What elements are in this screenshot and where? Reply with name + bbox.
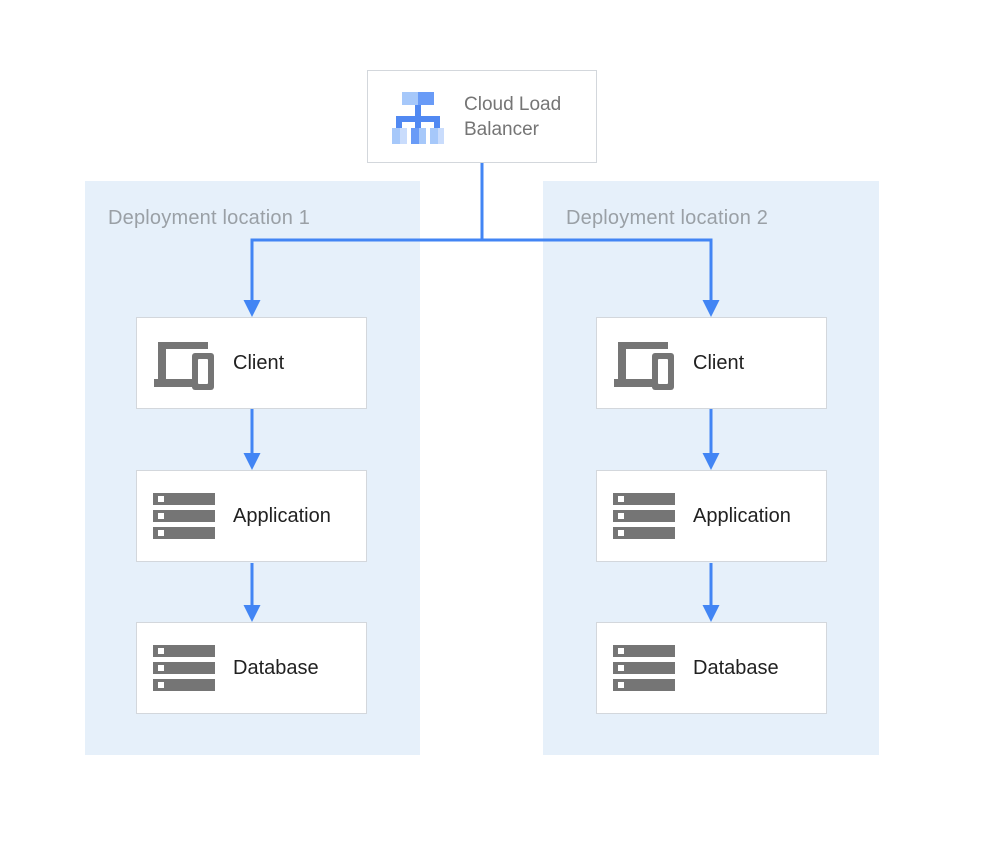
node-label: Database xyxy=(233,656,319,679)
node-label: Client xyxy=(693,351,745,374)
node-label: Database xyxy=(693,656,779,679)
node-database-location2: Database xyxy=(596,622,827,714)
server-stack-icon xyxy=(152,645,216,691)
node-label: Client xyxy=(233,351,285,374)
server-stack-icon xyxy=(152,493,216,539)
node-application-location2: Application xyxy=(596,470,827,562)
node-client-location2: Client xyxy=(596,317,827,409)
deployment-location-2-label: Deployment location 2 xyxy=(566,207,769,229)
client-devices-icon xyxy=(612,336,676,391)
load-balancer-label: Cloud Load Balancer xyxy=(464,93,562,140)
cloud-load-balancer-node: Cloud Load Balancer xyxy=(367,70,597,163)
load-balancer-icon xyxy=(389,90,447,144)
client-devices-icon xyxy=(152,336,216,391)
node-label: Application xyxy=(233,504,331,527)
node-database-location1: Database xyxy=(136,622,367,714)
deployment-location-1-label: Deployment location 1 xyxy=(108,207,311,229)
server-stack-icon xyxy=(612,645,676,691)
node-client-location1: Client xyxy=(136,317,367,409)
server-stack-icon xyxy=(612,493,676,539)
node-application-location1: Application xyxy=(136,470,367,562)
node-label: Application xyxy=(693,504,791,527)
